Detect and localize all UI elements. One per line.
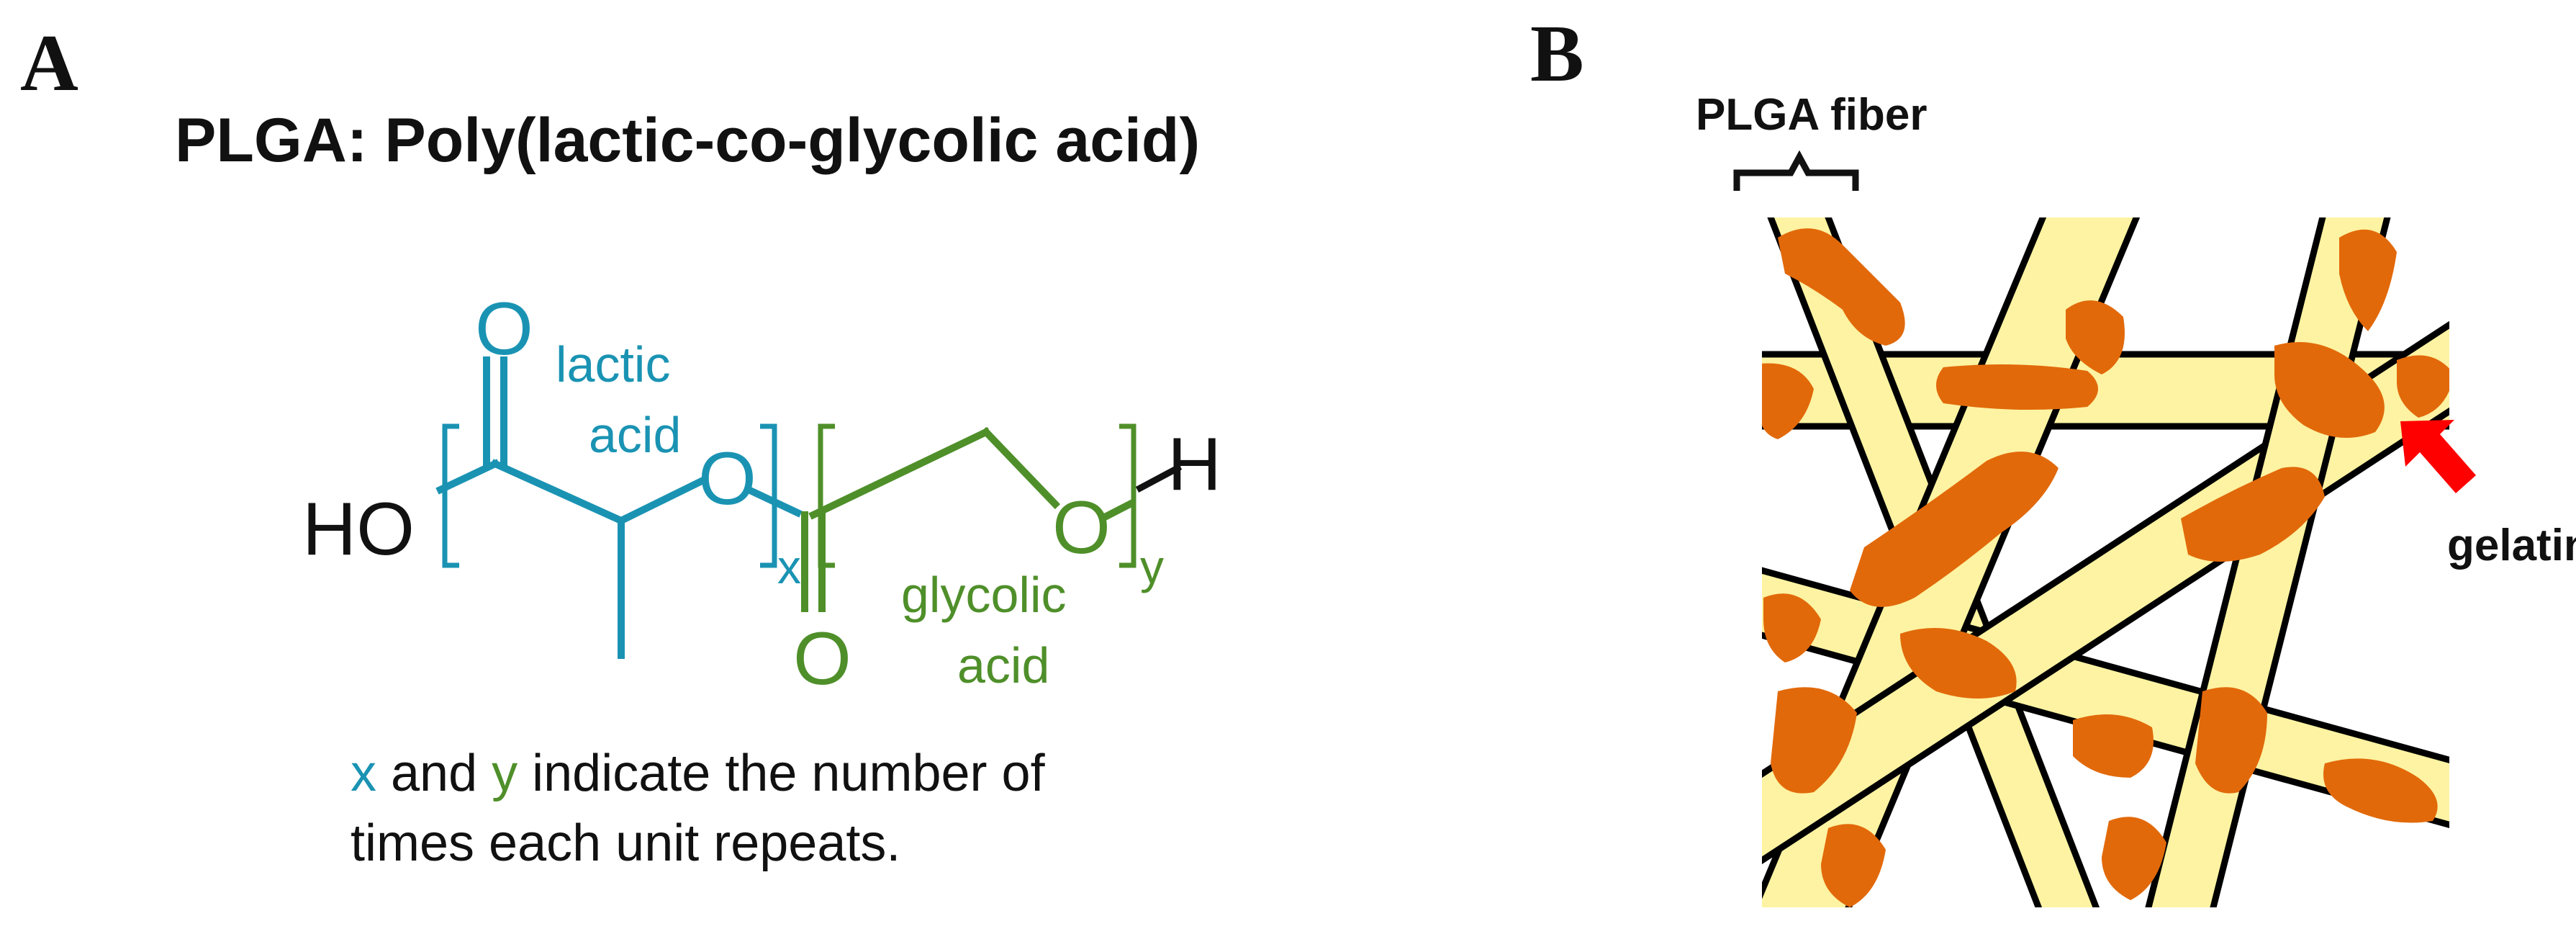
- gelatin-blob-17: [2397, 355, 2449, 418]
- fiber-label: PLGA fiber: [1696, 90, 1928, 140]
- label-lactic-line2: acid: [589, 407, 681, 463]
- gelatin-blob-10: [1771, 687, 1857, 794]
- atom-h-end: H: [1167, 423, 1221, 506]
- gelatin-deposits: [1762, 228, 2449, 907]
- atom-o-ester-lactic: O: [698, 437, 756, 521]
- gelatin-label: gelatin: [2447, 521, 2576, 570]
- atom-o-carbonyl-lactic: O: [475, 287, 533, 371]
- gelatin-blob-1: [1778, 228, 1905, 346]
- atom-o-ester-glycolic: O: [1052, 486, 1111, 570]
- caption-rest: indicate the number of: [518, 745, 1045, 802]
- gelatin-blob-14: [2323, 758, 2438, 823]
- gelatin-blob-8: [1763, 593, 1821, 663]
- subscript-y: y: [1140, 540, 1164, 593]
- fiber-mesh: [1762, 217, 2449, 907]
- subscript-x: x: [777, 540, 801, 593]
- bond-o-h: [1100, 499, 1135, 522]
- gelatin-blob-5: [2274, 342, 2385, 438]
- panel-b-letter: B: [1530, 9, 1584, 99]
- fiber-brace: [1733, 150, 1859, 191]
- caption-x: x: [351, 745, 376, 802]
- label-glycolic-line2: acid: [957, 637, 1049, 693]
- bond-c2-o: [616, 476, 707, 526]
- bond-c4-o: [980, 426, 1061, 510]
- lactic-unit-bonds: [435, 356, 803, 659]
- glycolic-brackets: [818, 423, 1136, 568]
- bond-c3-c4: [808, 427, 991, 520]
- lactic-brackets: [442, 423, 777, 568]
- panel-a-letter: A: [20, 19, 78, 108]
- lactic-bracket-right: [760, 423, 777, 568]
- bond-ho-c1: [435, 459, 500, 495]
- gelatin-blob-13: [2195, 687, 2267, 794]
- gelatin-blob-4: [2066, 300, 2125, 374]
- panel-a-title: PLGA: Poly(lactic-co-glycolic acid): [175, 106, 1200, 175]
- caption-y: y: [492, 745, 518, 802]
- gelatin-arrow-icon: [2400, 420, 2476, 493]
- gelatin-blob-16: [1821, 824, 1886, 907]
- gelatin-blob-11: [2181, 467, 2325, 562]
- glycolic-bracket-right: [1119, 423, 1136, 568]
- gelatin-blob-2: [1762, 363, 1814, 439]
- gelatin-blob-6: [2339, 229, 2397, 331]
- gelatin-blob-9: [1900, 628, 2017, 699]
- label-glycolic-line1: glycolic: [901, 567, 1067, 623]
- gelatin-blob-12: [2073, 714, 2154, 778]
- bond-terminal-h: [1135, 464, 1183, 493]
- atom-o-carbonyl-glycolic: O: [793, 617, 851, 701]
- atom-ho: HO: [302, 488, 415, 571]
- bond-c1-c2: [490, 459, 626, 526]
- caption-line1: x and y indicate the number of: [351, 745, 1046, 802]
- gelatin-blob-3: [1936, 364, 2098, 410]
- gelatin-blob-15: [2102, 817, 2166, 900]
- caption-and: and: [376, 745, 492, 802]
- label-lactic-line1: lactic: [556, 336, 670, 392]
- lactic-bracket-left: [442, 423, 459, 568]
- glycolic-bracket-left: [818, 423, 835, 568]
- gelatin-blob-7: [1850, 452, 2058, 607]
- caption-line2: times each unit repeats.: [351, 814, 900, 872]
